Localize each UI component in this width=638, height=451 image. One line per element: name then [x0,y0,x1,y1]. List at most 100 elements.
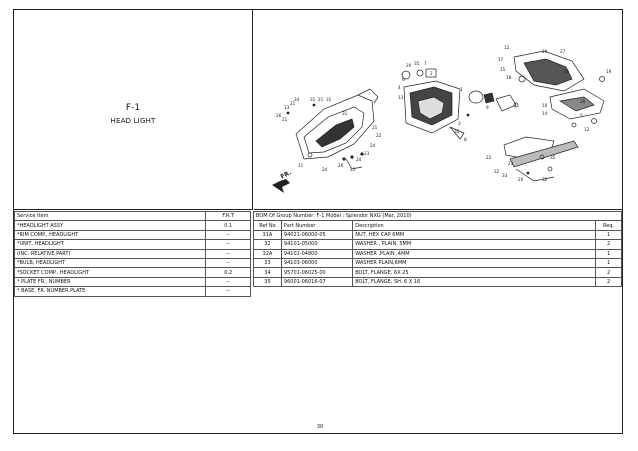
callout: 24 [370,143,376,148]
service-item: * BASE, FR. NUMBER PLATE [13,286,207,297]
callout: 1 [460,87,463,92]
callout: 10 [542,103,548,108]
group-name: HEAD LIGHT [110,117,156,125]
frt-header: F.R.T [205,210,251,222]
ref-no: 34 [253,267,282,278]
frt-value: 0.2 [205,267,251,278]
callout: 35 [414,61,420,66]
callout: 5 [580,113,583,118]
description: WASHER , PLAIN, 5MM [352,239,597,250]
callout: 21 [318,97,324,102]
table-row: * PLATE FR., NUMBER-- [13,276,251,288]
callout: 13 [284,105,290,110]
callout: 26 [338,163,344,168]
service-item: * PLATE FR., NUMBER [13,276,207,288]
callout: 21 [290,101,296,106]
callout: 4 [398,85,401,90]
bom-table: BOM Of Group Number: F-1 Model : Splendo… [253,210,622,288]
description-header: Description [352,220,597,231]
part-number: 94101-04800 [280,248,354,259]
front-direction-arrow: FR. [272,169,293,193]
part-number-header: Part Number [280,220,354,231]
table-row: (INC. RELATIVE PART)-- [13,248,251,259]
callout: 23 [508,161,514,166]
ref-no: 32A [253,248,282,259]
callout: 22 [486,155,492,160]
service-item: *SOCKET COMP., HEADLIGHT [13,267,207,278]
service-item: *BULB, HEADLIGHT [13,257,207,269]
table-row: * BASE, FR. NUMBER PLATE-- [13,286,251,297]
page-number: 30 [316,424,324,430]
callout: 14 [542,111,548,116]
exploded-parts-diagram: FR. 34 13 21 31 21 31 26 21 11 26 24 25 … [254,9,623,210]
part-number: 94021-06000-05 [280,229,354,241]
description: WASHER PLAIN,6MM [352,257,597,269]
req-qty: 2 [595,267,622,278]
number-plate-drawing [503,136,579,182]
headlight-unit-drawing [401,68,465,140]
callout: 34 [294,97,300,102]
req-qty: 1 [595,257,622,269]
callout: 12 [584,127,590,132]
bulb-socket-drawing [468,75,526,112]
callout: 15 [500,67,506,72]
callout: 16 [564,69,570,74]
frt-value: -- [205,248,251,259]
callout: 26 [518,177,524,182]
part-number: 94101-05000 [280,239,354,250]
callout: 18 [506,75,512,80]
callout: 30 [454,129,460,134]
page-frame [13,9,623,434]
req-qty: 1 [595,248,622,259]
callout: 8 [464,137,467,142]
group-code: F-1 [125,103,141,113]
bom-title-row: BOM Of Group Number: F-1 Model : Splendo… [253,210,622,222]
callout: 3 [458,121,461,126]
frt-value: 0.1 [205,220,251,231]
service-table-header: Service Item F.R.T [13,210,251,222]
callout: 13 [398,95,404,100]
callout: 7 [424,61,427,66]
frt-value: -- [205,276,251,288]
req-qty: 2 [595,239,622,250]
description: WASHER ,PLAIN ,4MM [352,248,597,259]
callout-labels: 34 13 21 31 21 31 26 21 11 26 24 25 24 2… [276,45,612,182]
callout: 28 [580,99,586,104]
frt-value: -- [205,257,251,269]
description: BOLT, FLANGE, 6X 25 [352,267,597,278]
callout: 31 [326,97,332,102]
callout: 6 [402,77,405,82]
frt-value: -- [205,286,251,297]
callout: 24 [322,167,328,172]
callout: 32 [494,169,500,174]
callout: 31 [342,111,348,116]
frt-value: -- [205,229,251,241]
callout: 23 [364,151,370,156]
callout: 29 [542,49,548,54]
callout: 17 [498,57,504,62]
description: NUT, HEX CAP 6MM [352,229,597,241]
service-item: (INC. RELATIVE PART) [13,248,207,259]
callout: 9 [486,105,489,110]
callout: 24 [356,157,362,162]
callout: 31 [310,97,316,102]
headlight-rim-drawing [295,88,379,170]
callout: 21 [372,125,378,130]
service-item: *UNIT, HEADLIGHT [13,239,207,250]
ref-no: 33 [253,257,282,269]
part-number: 94103-06000 [280,257,354,269]
callout: 25 [350,167,356,172]
ref-no-header: Ref No [253,220,282,231]
service-item: *HEADLIGHT ASSY [13,220,207,231]
part-number: 95701-06025-00 [280,267,354,278]
frt-value: -- [205,239,251,250]
service-item-header: Service Item [13,210,207,222]
callout: 26 [276,113,282,118]
callout: 12 [504,45,510,50]
fasteners-drawing [286,103,530,175]
title-panel: F-1 HEAD LIGHT [13,9,253,210]
